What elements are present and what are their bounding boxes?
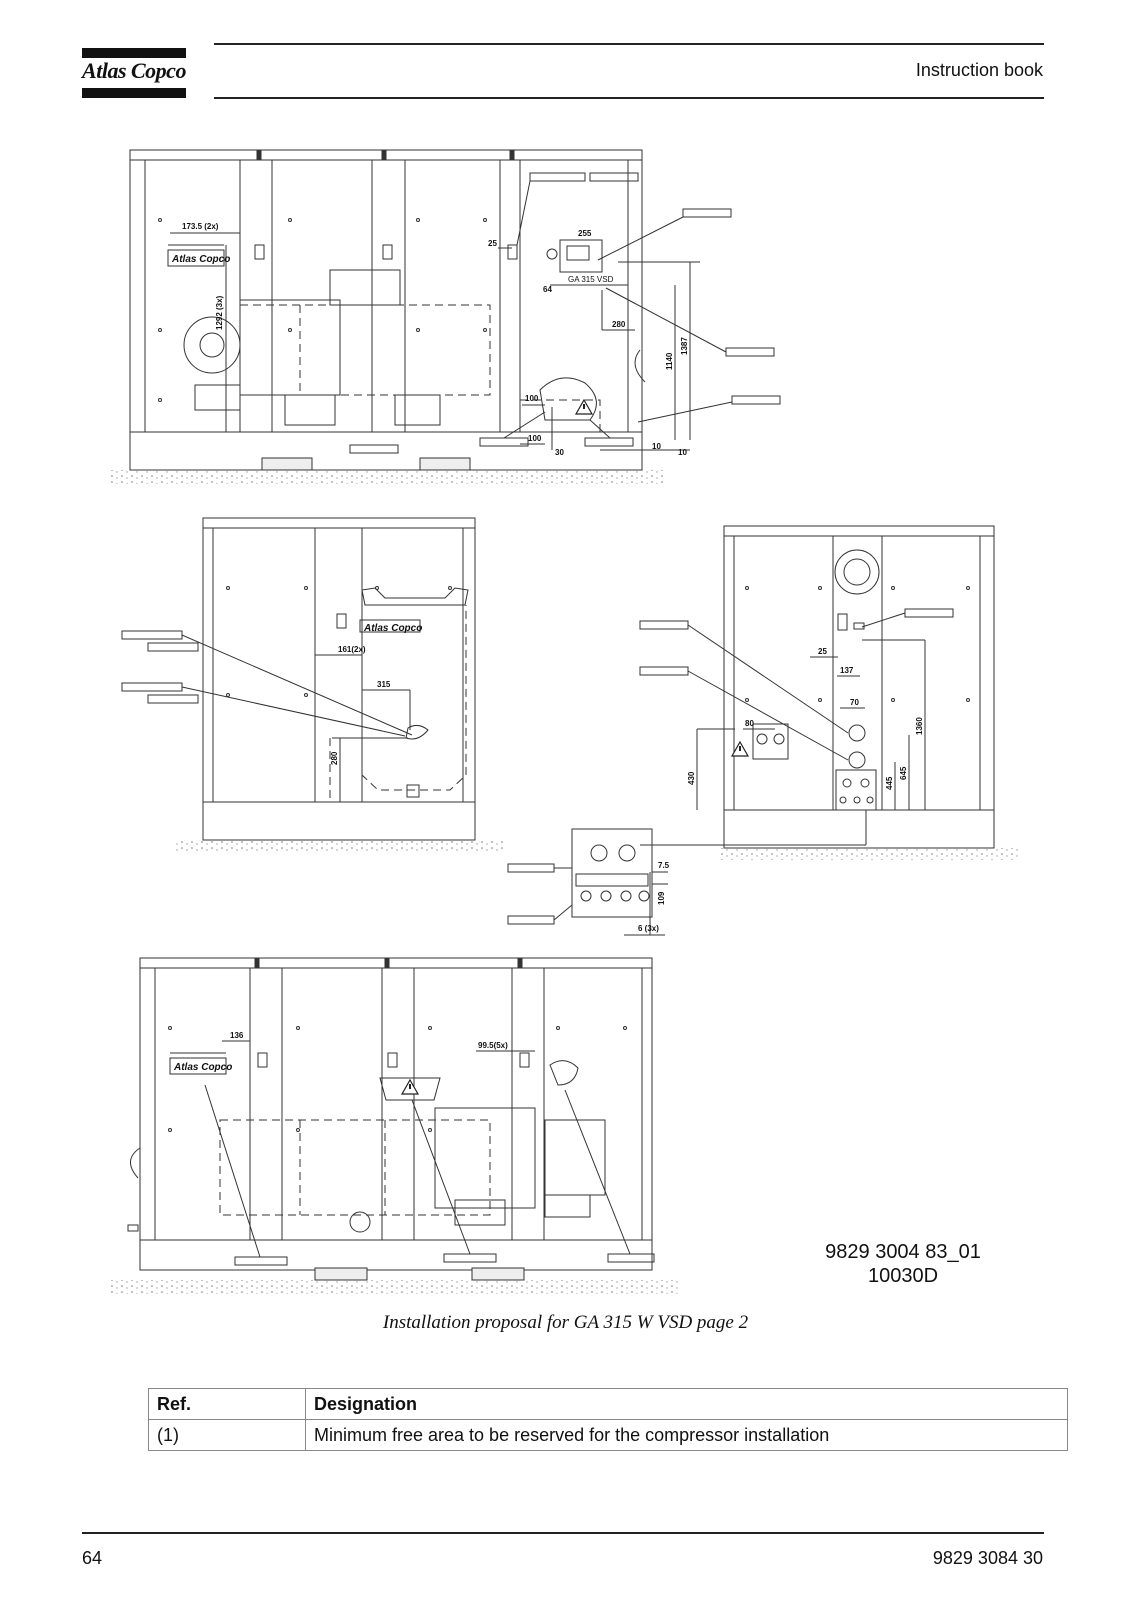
- dim-label: 645: [899, 766, 908, 780]
- brand-plate-top: Atlas Copco: [171, 254, 230, 265]
- dim-label: 7.5: [658, 861, 670, 870]
- dim-label: 1140: [665, 352, 674, 370]
- dim-label: 100: [528, 434, 542, 443]
- column-header-ref: Ref.: [148, 1388, 306, 1420]
- connection-detail-drawing: [571, 828, 653, 918]
- table-header-row: Ref. Designation: [148, 1388, 1068, 1420]
- dim-label: 64: [543, 285, 552, 294]
- dim-label: 280: [612, 320, 626, 329]
- drawing-number: 9829 3004 83_01: [825, 1241, 981, 1263]
- brand-plate-bottom: Atlas Copco: [173, 1062, 232, 1073]
- dim-label: 25: [488, 239, 497, 248]
- header-title: Instruction book: [915, 60, 1043, 80]
- dim-label: 10: [678, 448, 687, 457]
- dim-label: 1387: [680, 337, 689, 355]
- panel-model-label: GA 315 VSD: [568, 275, 614, 284]
- dim-label: 1292 (3x): [215, 295, 224, 330]
- dim-label: 100: [525, 394, 539, 403]
- brand-plate-middle: Atlas Copco: [363, 623, 422, 634]
- drawing-revision: 10030D: [867, 1265, 939, 1287]
- logo-bar-bottom: [82, 88, 186, 98]
- side-view-drawing: [202, 517, 476, 841]
- dim-label: 430: [687, 771, 696, 785]
- dim-label: 136: [230, 1031, 244, 1040]
- dim-label: 30: [555, 448, 564, 457]
- table-cell-ref: (1): [148, 1419, 306, 1451]
- logo-bar-top: [82, 48, 186, 58]
- installation-drawing: Atlas Copco Atlas Copco Atlas Copco GA 3…: [108, 149, 1018, 1294]
- footer-rule: [82, 1532, 1044, 1534]
- document-number: 9829 3084 30: [932, 1548, 1043, 1568]
- dim-label: 109: [657, 891, 666, 905]
- dim-label: 70: [850, 698, 859, 707]
- dim-label: 315: [377, 680, 391, 689]
- front-view-drawing: [129, 149, 646, 471]
- reference-table: Ref. Designation (1) Minimum free area t…: [148, 1388, 1068, 1451]
- table-cell-designation: Minimum free area to be reserved for the…: [305, 1419, 1068, 1451]
- dim-label: 1360: [915, 717, 924, 735]
- dim-label: 173.5 (2x): [182, 222, 219, 231]
- header-rule-top: [214, 43, 1044, 45]
- dim-label: 445: [885, 776, 894, 790]
- figure-caption: Installation proposal for GA 315 W VSD p…: [382, 1312, 749, 1333]
- header-rule-bottom: [214, 97, 1044, 99]
- dim-label: 255: [578, 229, 592, 238]
- column-header-designation: Designation: [305, 1388, 1068, 1420]
- dim-label: 137: [840, 666, 854, 675]
- dim-label: 99.5(5x): [478, 1041, 508, 1050]
- dim-label: 80: [745, 719, 754, 728]
- table-row: (1) Minimum free area to be reserved for…: [148, 1419, 1068, 1451]
- dim-label: 10: [652, 442, 661, 451]
- dim-label: 280: [330, 751, 339, 765]
- rear-view-drawing: [723, 525, 995, 849]
- brand-logo: Atlas Copco: [82, 58, 186, 83]
- dim-label: 161(2x): [338, 645, 366, 654]
- dim-label: 25: [818, 647, 827, 656]
- page-number: 64: [82, 1548, 103, 1568]
- back-view-drawing: [127, 957, 653, 1271]
- dim-label: 6 (3x): [638, 924, 659, 933]
